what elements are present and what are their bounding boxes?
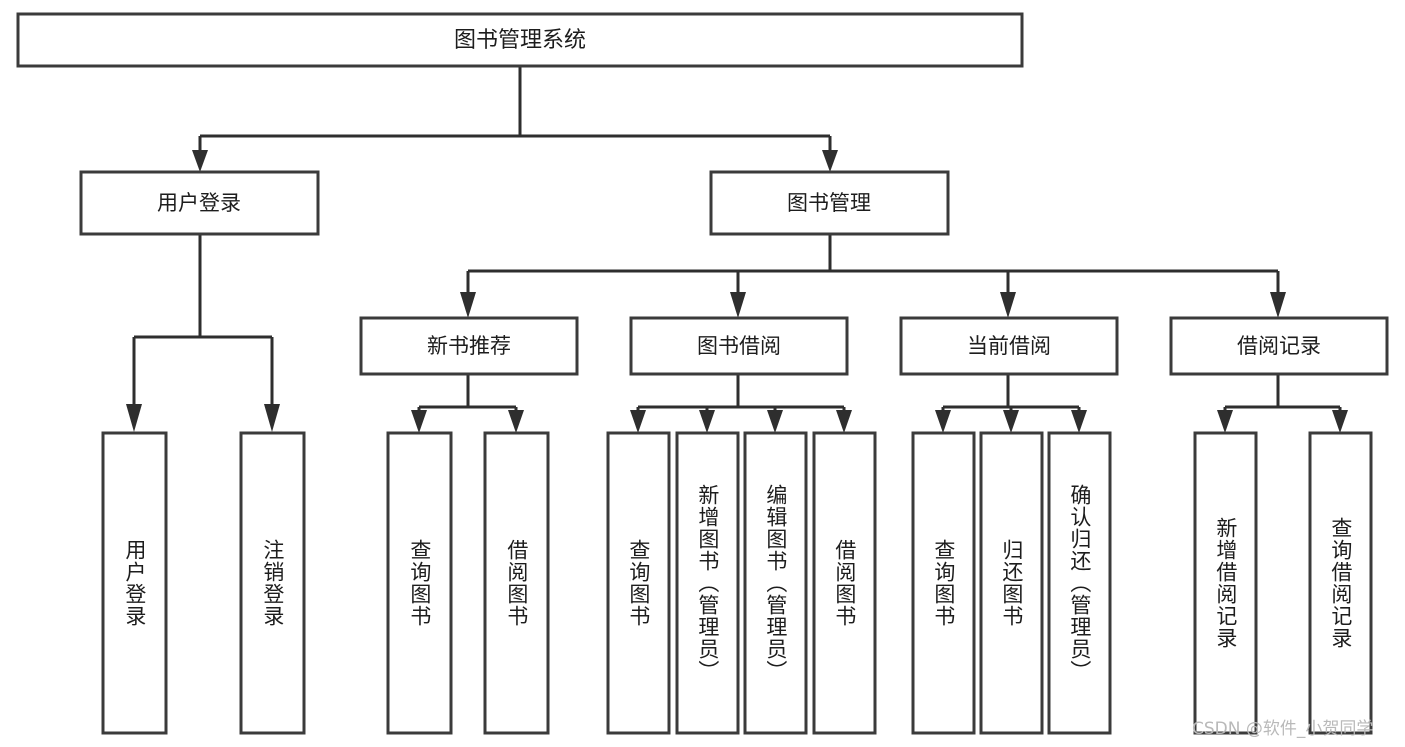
- node-leaf-return-book-box[interactable]: [979, 431, 1044, 735]
- node-borrow-record-label: 借阅记录: [1237, 334, 1321, 358]
- arrowhead-leaf-edit-book: [767, 410, 783, 433]
- arrowhead-new-book-recommend: [460, 292, 476, 318]
- node-current-borrow[interactable]: 当前借阅: [899, 316, 1119, 376]
- node-book-borrow-label: 图书借阅: [697, 334, 781, 358]
- node-user-login-label: 用户登录: [157, 191, 241, 215]
- node-root[interactable]: 图书管理系统: [16, 12, 1024, 68]
- node-leaf-borrow-book-1-box[interactable]: [483, 431, 550, 735]
- node-book-management-box[interactable]: [709, 170, 950, 236]
- node-leaf-confirm-return-box[interactable]: [1047, 431, 1112, 735]
- arrowhead-leaf-query-book-3: [935, 410, 951, 433]
- node-root-label: 图书管理系统: [454, 28, 586, 53]
- node-leaf-query-book-3-box[interactable]: [911, 431, 976, 735]
- arrowhead-leaf-return-book: [1003, 410, 1019, 433]
- node-leaf-edit-book-box[interactable]: [743, 431, 808, 735]
- node-book-management[interactable]: 图书管理: [709, 170, 950, 236]
- arrowhead-user-login: [192, 150, 208, 172]
- arrowhead-current-borrow: [1000, 292, 1016, 318]
- arrowhead-leaf-logout: [264, 404, 280, 432]
- connector-layer: [126, 66, 1348, 433]
- node-leaf-query-record-box[interactable]: [1308, 431, 1373, 735]
- node-leaf-query-book-2-box[interactable]: [606, 431, 671, 735]
- csdn-watermark: CSDN @软件_小贺同学: [1192, 719, 1374, 739]
- node-new-book-recommend-box[interactable]: [359, 316, 579, 376]
- node-book-management-label: 图书管理: [787, 191, 871, 215]
- leaf-box-layer: [101, 431, 1373, 735]
- arrowhead-leaf-query-book-1: [411, 410, 427, 433]
- node-borrow-record[interactable]: 借阅记录: [1169, 316, 1389, 376]
- node-book-borrow-box[interactable]: [629, 316, 849, 376]
- node-book-borrow[interactable]: 图书借阅: [629, 316, 849, 376]
- node-root-box[interactable]: [16, 12, 1024, 68]
- arrowhead-leaf-borrow-book-1: [508, 410, 524, 433]
- node-current-borrow-box[interactable]: [899, 316, 1119, 376]
- node-new-book-recommend[interactable]: 新书推荐: [359, 316, 579, 376]
- node-leaf-borrow-book-2-box[interactable]: [812, 431, 877, 735]
- node-current-borrow-label: 当前借阅: [967, 334, 1051, 358]
- arrowhead-leaf-user-login: [126, 404, 142, 432]
- arrowhead-borrow-record: [1270, 292, 1286, 318]
- arrowhead-leaf-add-record: [1217, 410, 1233, 433]
- node-leaf-add-book-box[interactable]: [675, 431, 740, 735]
- node-user-login[interactable]: 用户登录: [79, 170, 320, 236]
- node-user-login-box[interactable]: [79, 170, 320, 236]
- node-leaf-user-login-box[interactable]: [101, 431, 168, 735]
- arrowhead-book-borrow: [730, 292, 746, 318]
- arrowhead-leaf-query-book-2: [630, 410, 646, 433]
- arrowhead-leaf-add-book: [699, 410, 715, 433]
- node-borrow-record-box[interactable]: [1169, 316, 1389, 376]
- arrowhead-leaf-query-record: [1332, 410, 1348, 433]
- node-leaf-add-record-box[interactable]: [1193, 431, 1258, 735]
- node-new-book-recommend-label: 新书推荐: [427, 334, 511, 358]
- arrowhead-leaf-borrow-book-2: [836, 410, 852, 433]
- node-leaf-query-book-1-box[interactable]: [386, 431, 453, 735]
- arrowhead-leaf-confirm-return: [1071, 410, 1087, 433]
- arrowhead-book-management: [822, 150, 838, 172]
- node-leaf-logout-box[interactable]: [239, 431, 306, 735]
